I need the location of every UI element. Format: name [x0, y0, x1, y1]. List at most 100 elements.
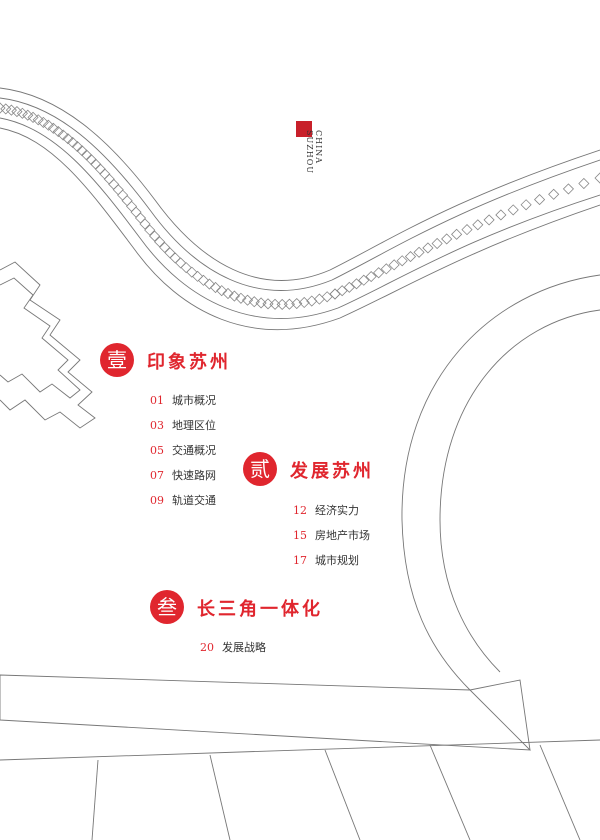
lattice-diamond [441, 233, 453, 245]
lattice-diamond [594, 172, 600, 184]
brand-seal [296, 121, 312, 137]
lattice-diamond [192, 270, 204, 282]
lattice-diamond [321, 291, 333, 303]
lattice-diamond [472, 219, 484, 231]
lattice-diamond [276, 298, 288, 311]
lattice-diamond [343, 281, 355, 293]
lattice-diamond [134, 212, 147, 224]
lattice-pattern [0, 102, 600, 311]
lattice-diamond [144, 224, 156, 236]
lattice-diamond [483, 214, 495, 226]
lattice-diamond [534, 194, 546, 206]
lattice-diamond [112, 184, 124, 196]
lattice-diamond [108, 178, 120, 190]
lattice-diamond [47, 122, 59, 134]
lattice-diamond [255, 297, 267, 309]
lattice-diamond [175, 257, 187, 269]
lattice-diamond [5, 104, 17, 116]
lattice-diamond [67, 136, 79, 149]
lattice-diamond [37, 116, 49, 128]
lattice-diamond [413, 246, 425, 258]
arch-inner [439, 309, 600, 673]
lattice-diamond [396, 255, 408, 267]
lattice-diamond [94, 163, 106, 175]
lattice-diamond [495, 209, 507, 221]
floor-line [324, 749, 361, 840]
lattice-diamond [42, 119, 54, 131]
lattice-diamond [32, 114, 44, 126]
lattice-diamond [298, 296, 310, 309]
platform-outline [0, 674, 532, 751]
band-edge-bottom-inner [0, 117, 600, 319]
lattice-diamond [121, 195, 133, 207]
brand-wordmark: CHINA SUZHOU [305, 130, 323, 174]
lattice-diamond [373, 267, 385, 279]
lattice-diamond [117, 189, 129, 201]
lattice-diamond [16, 107, 28, 119]
lattice-diamond [164, 247, 176, 259]
floor-line [539, 744, 581, 840]
floor-line [91, 759, 99, 840]
lattice-diamond [0, 103, 12, 115]
platform-right-edge [469, 679, 531, 751]
lattice-diamond [57, 129, 69, 141]
lattice-diamond [291, 297, 303, 310]
lattice-diamond [203, 278, 215, 290]
lattice-diamond [578, 177, 590, 190]
section-badge-3: 叁 [150, 590, 184, 624]
lattice-diamond [130, 206, 142, 218]
lattice-diamond [248, 296, 260, 308]
lattice-diamond [85, 153, 97, 166]
lattice-diamond [103, 173, 115, 185]
left-zigzag-inner [0, 277, 81, 399]
section-badge-1: 壹 [100, 343, 134, 377]
lattice-diamond [222, 287, 234, 300]
lattice-diamond [358, 274, 370, 286]
section-title-1[interactable]: 印象苏州 [147, 352, 231, 373]
band-edge-top [0, 87, 600, 281]
lattice-diamond [388, 259, 400, 271]
lattice-diamond [11, 106, 23, 118]
lattice-diamond [52, 125, 64, 138]
lattice-diamond [350, 278, 363, 290]
lattice-diamond [27, 111, 39, 123]
section-title-2[interactable]: 发展苏州 [290, 461, 374, 482]
lattice-diamond [422, 242, 434, 254]
lattice-diamond [365, 270, 377, 283]
lattice-diamond [431, 237, 443, 250]
lattice-diamond [520, 199, 532, 211]
floor-line [429, 744, 471, 840]
lattice-diamond [548, 188, 560, 200]
lattice-diamond [99, 168, 111, 180]
lattice-diamond [197, 274, 210, 286]
floor-line [209, 754, 231, 840]
brand-line2: SUZHOU [305, 130, 314, 175]
lattice-diamond [180, 262, 192, 274]
lattice-diamond [404, 251, 417, 263]
lattice-diamond [283, 298, 295, 310]
lattice-diamond [235, 292, 247, 304]
brand-line1: CHINA [314, 130, 323, 165]
lattice-diamond [22, 109, 34, 121]
lattice-diamond [186, 266, 198, 278]
lattice-diamond [269, 298, 281, 310]
lattice-diamond [461, 224, 473, 236]
lattice-diamond [126, 200, 138, 212]
section-badge-2: 贰 [243, 452, 277, 486]
lattice-diamond [241, 294, 254, 306]
lattice-diamond [507, 204, 519, 216]
lattice-diamond [562, 183, 575, 195]
lattice-diamond [216, 285, 228, 297]
lattice-diamond [209, 281, 222, 294]
section-title-3[interactable]: 长三角一体化 [197, 599, 323, 620]
lattice-diamond [228, 290, 240, 302]
